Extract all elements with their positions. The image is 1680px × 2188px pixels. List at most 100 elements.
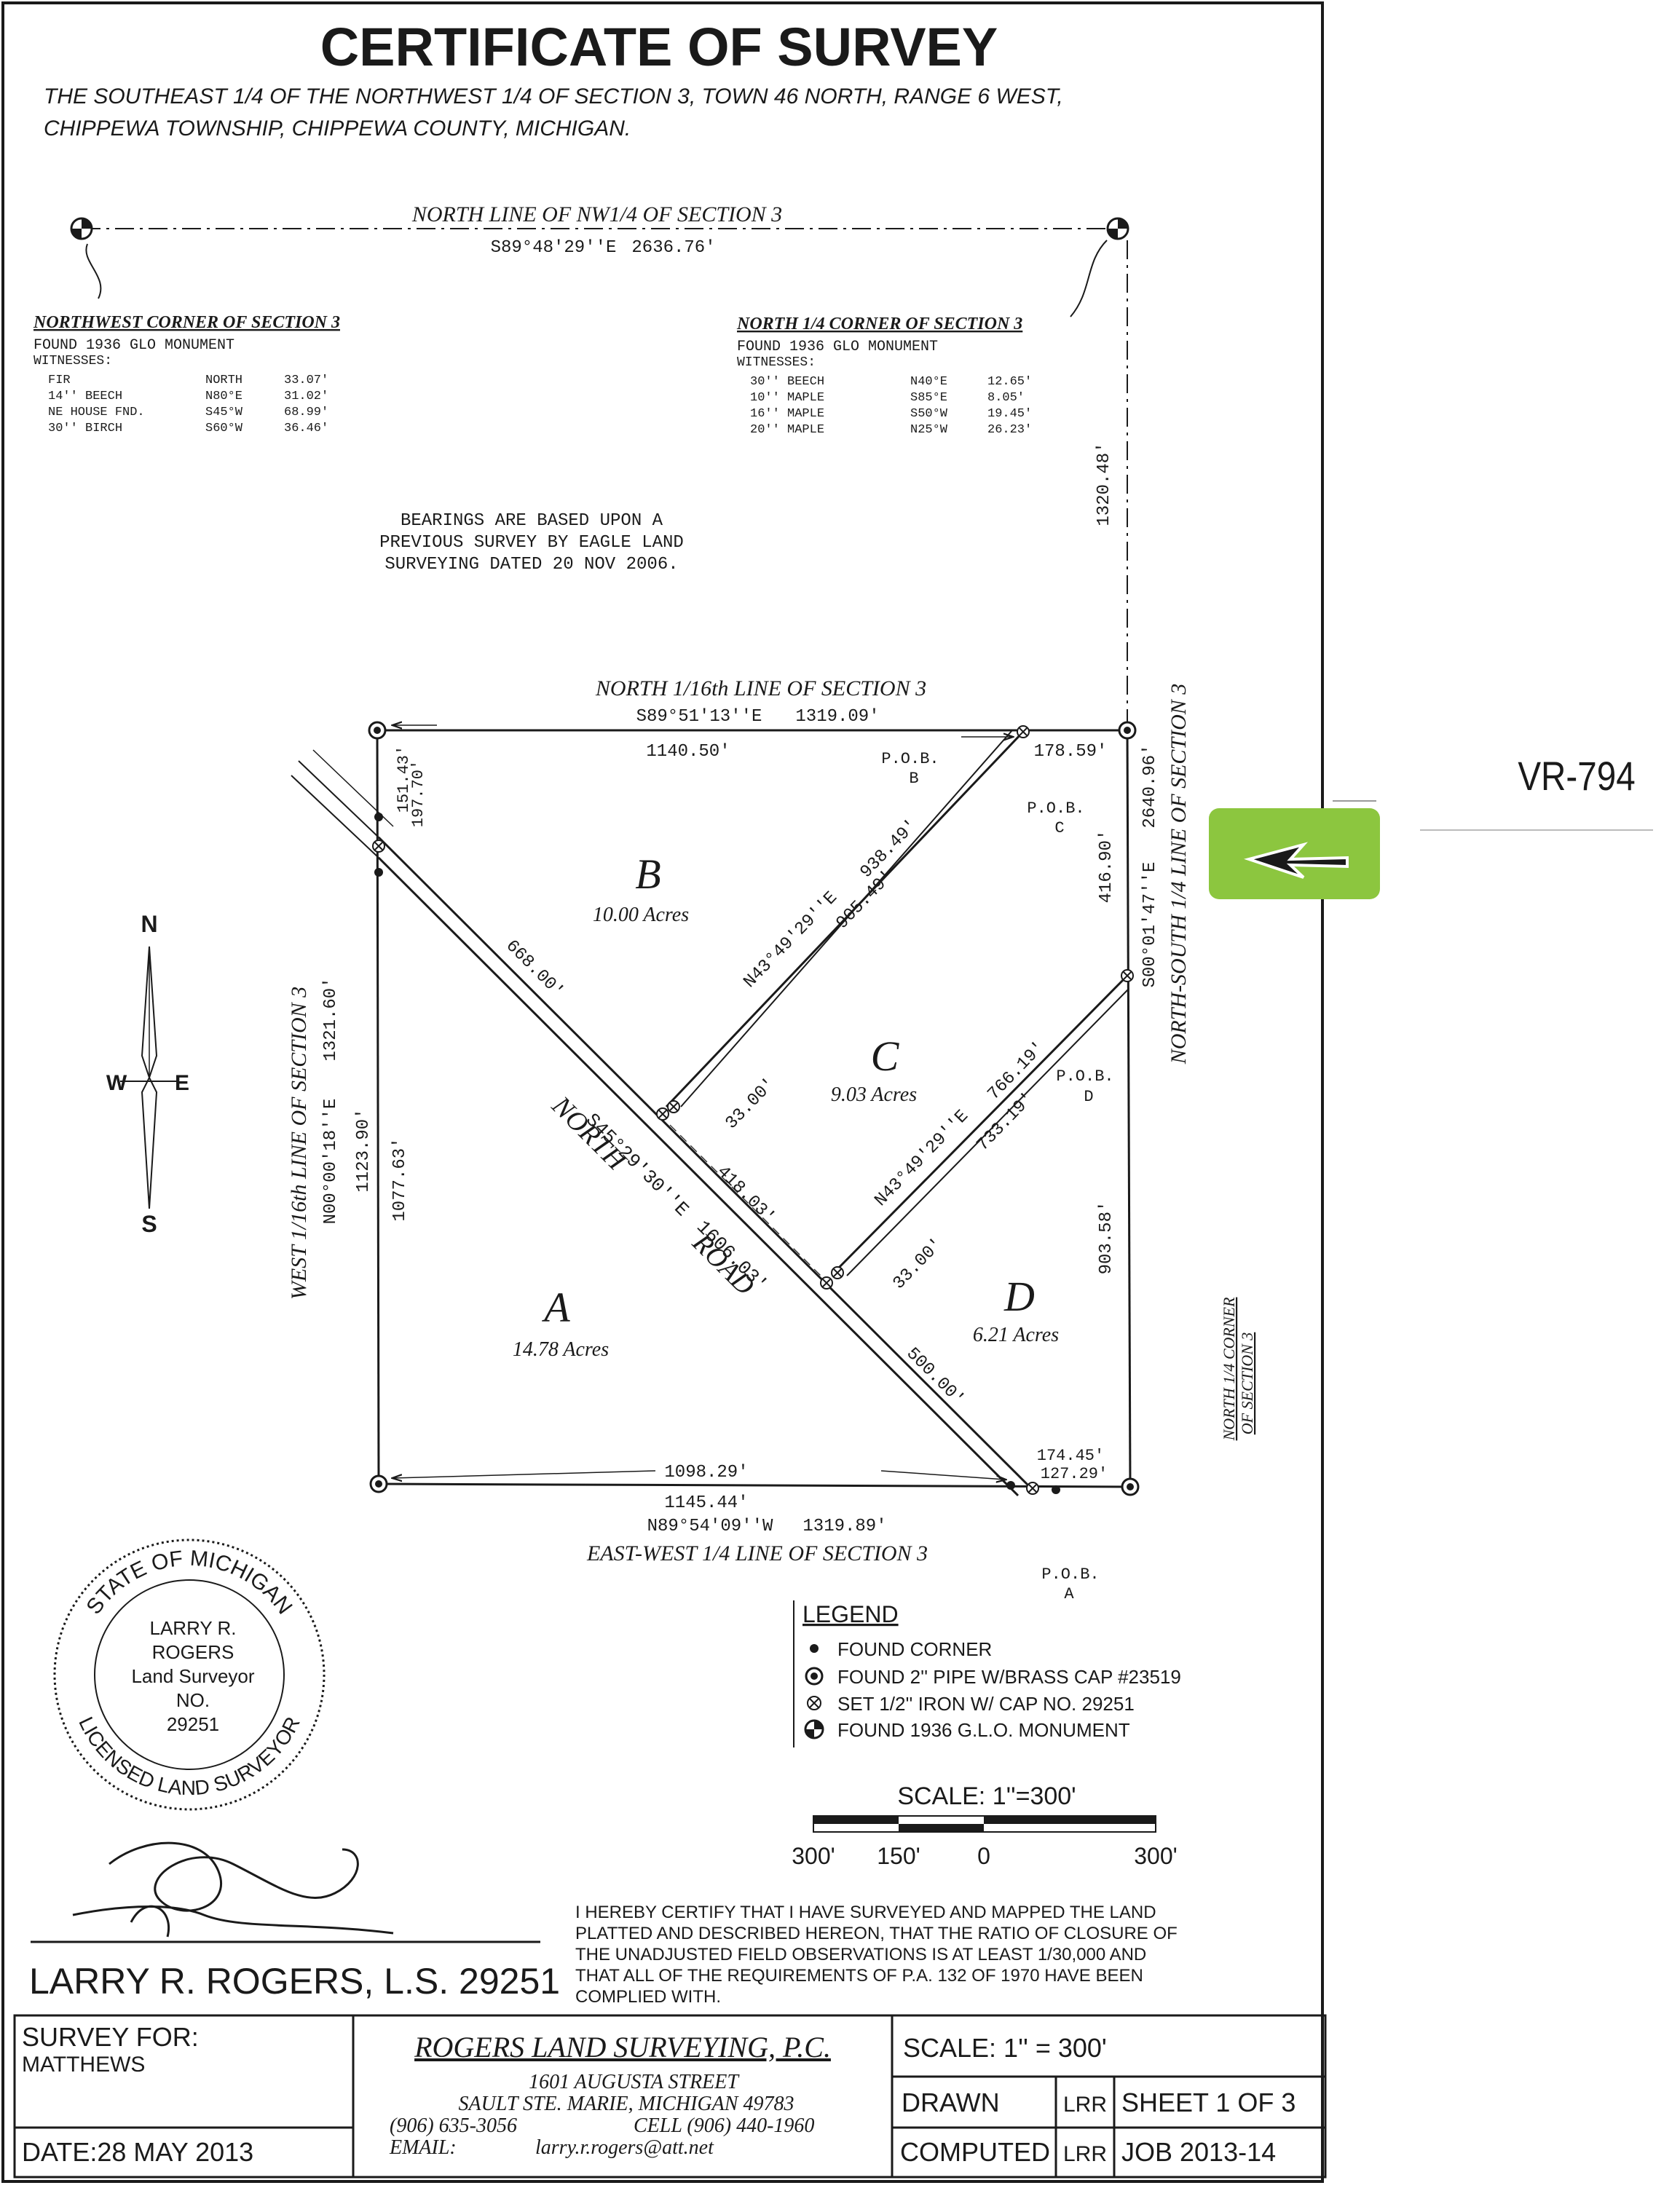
scale-cell: SCALE: 1'' = 300' <box>903 2033 1107 2063</box>
west-line-total: 1321.60' <box>321 977 341 1061</box>
south-line-bearing: N89°54'09''W <box>647 1517 773 1536</box>
subtitle-line-2: CHIPPEWA TOWNSHIP, CHIPPEWA COUNTY, MICH… <box>44 116 631 141</box>
set-iron-icon <box>1121 969 1134 982</box>
svg-text:150': 150' <box>877 1843 920 1869</box>
line-d-dist-1: 766.19' <box>984 1038 1049 1105</box>
nw-witness-item: 30'' BIRCH <box>48 422 122 435</box>
set-iron-icon <box>372 840 385 853</box>
svg-text:NO.: NO. <box>176 1689 210 1711</box>
svg-text:0: 0 <box>977 1843 990 1869</box>
svg-text:9.03 Acres: 9.03 Acres <box>831 1083 917 1106</box>
n-quarter-found: FOUND 1936 GLO MONUMENT <box>737 339 938 355</box>
title-block: SURVEY FOR: MATTHEWS DATE:28 MAY 2013 RO… <box>13 2014 1327 2179</box>
east-line-seg1: 416.90' <box>1097 830 1116 904</box>
svg-text:BEARINGS ARE BASED UPON A: BEARINGS ARE BASED UPON A <box>401 511 663 531</box>
subtitle-line-1: THE SOUTHEAST 1/4 OF THE NORTHWEST 1/4 O… <box>44 84 1063 108</box>
svg-text:29251: 29251 <box>167 1713 219 1735</box>
file-number: VR-794 <box>1518 754 1635 799</box>
svg-text:(906) 635-3056: (906) 635-3056 <box>390 2114 517 2137</box>
south-line-dist-c: 174.45' <box>1037 1447 1104 1465</box>
svg-text:FOUND 2'' PIPE W/BRASS CAP #23: FOUND 2'' PIPE W/BRASS CAP #23519 <box>837 1666 1181 1688</box>
nw-witness-dist: 33.07' <box>284 374 328 387</box>
nw-corner-heading: NORTHWEST CORNER OF SECTION 3 <box>33 313 340 332</box>
found-corner-icon <box>374 813 383 821</box>
svg-text:C: C <box>1054 819 1064 837</box>
north-16th-dist-a: 1140.50' <box>646 742 730 762</box>
svg-text:FOUND 1936 G.L.O. MONUMENT: FOUND 1936 G.L.O. MONUMENT <box>837 1719 1130 1741</box>
svg-text:EMAIL:: EMAIL: <box>389 2136 457 2159</box>
svg-text:SET 1/2'' IRON W/ CAP NO. 2925: SET 1/2'' IRON W/ CAP NO. 29251 <box>837 1693 1135 1715</box>
nq-witness-dist: 8.05' <box>987 391 1025 405</box>
south-line-dist-d: 127.29' <box>1041 1465 1108 1483</box>
nw-witness-dir: NORTH <box>205 374 242 387</box>
parcel-b: B 10.00 Acres <box>593 850 689 926</box>
north-16th-dist-b: 178.59' <box>1034 742 1108 762</box>
scale-label: SCALE: 1''=300' <box>897 1782 1076 1810</box>
svg-text:PREVIOUS SURVEY BY EAGLE LAND: PREVIOUS SURVEY BY EAGLE LAND <box>379 533 684 553</box>
legend-title: LEGEND <box>802 1601 899 1627</box>
nq-witness-dir: S85°E <box>910 391 947 405</box>
svg-text:B: B <box>635 850 660 898</box>
north-line-bearing: S89°48'29''E <box>491 238 617 258</box>
n-quarter-corner-witness-block: NORTH 1/4 CORNER OF SECTION 3 FOUND 1936… <box>736 315 1032 437</box>
surveyor-seal: STATE OF MICHIGAN LICENSED LAND SURVEYOR… <box>53 1539 326 1811</box>
east-line-bearing: S00°01'47''E <box>1140 862 1160 988</box>
company-email: larry.r.rogers@att.net <box>535 2136 714 2159</box>
west-line-label: WEST 1/16th LINE OF SECTION 3 <box>287 987 311 1300</box>
set-iron-icon <box>667 1100 680 1113</box>
sign-here-flag[interactable] <box>1209 808 1380 899</box>
svg-text:P.O.B.: P.O.B. <box>1041 1565 1099 1584</box>
north-line-label: NORTH LINE OF NW1/4 OF SECTION 3 <box>411 202 782 226</box>
road-bearing: S45°29'30''E <box>581 1109 693 1221</box>
survey-date: DATE:28 MAY 2013 <box>22 2137 253 2167</box>
svg-text:STATE OF MICHIGAN: STATE OF MICHIGAN <box>82 1547 296 1619</box>
parcel-d: D 6.21 Acres <box>973 1273 1059 1346</box>
north-16th-label: NORTH 1/16th LINE OF SECTION 3 <box>595 676 926 700</box>
set-iron-icon <box>1017 725 1030 738</box>
signature <box>72 1841 394 1938</box>
east-line-total: 2640.96' <box>1140 744 1160 828</box>
nw-witness-dir: S45°W <box>205 406 243 419</box>
parcel-boundary <box>291 729 1132 1497</box>
certification-text: I HEREBY CERTIFY THAT I HAVE SURVEYED AN… <box>575 1903 1178 2007</box>
company-name: ROGERS LAND SURVEYING, P.C. <box>414 2031 831 2063</box>
nw-corner-found: FOUND 1936 GLO MONUMENT <box>33 337 234 354</box>
n-quarter-heading: NORTH 1/4 CORNER OF SECTION 3 <box>736 315 1022 333</box>
parcel-a: A 14.78 Acres <box>513 1284 609 1361</box>
svg-text:D: D <box>1003 1273 1035 1320</box>
west-line-seg-b: 1077.63' <box>390 1137 410 1221</box>
side-corner-label: NORTH 1/4 CORNER OF SECTION 3 <box>1220 1297 1256 1441</box>
svg-text:COMPLIED WITH.: COMPLIED WITH. <box>575 1987 721 2007</box>
pob-d-label: P.O.B. D <box>1056 1067 1113 1106</box>
nw-witness-dist: 31.02' <box>284 390 328 403</box>
south-line-label: EAST-WEST 1/4 LINE OF SECTION 3 <box>586 1541 928 1565</box>
pob-a-label: P.O.B. A <box>1041 1565 1099 1603</box>
svg-text:1601 AUGUSTA STREET: 1601 AUGUSTA STREET <box>529 2071 740 2093</box>
nq-witness-dist: 26.23' <box>987 423 1032 437</box>
east-line-seg2: 903.58' <box>1097 1201 1116 1275</box>
line-b-offset: 33.00' <box>722 1075 779 1134</box>
svg-text:PLATTED AND DESCRIBED HEREON,: PLATTED AND DESCRIBED HEREON, THAT THE R… <box>575 1924 1178 1943</box>
svg-text:C: C <box>871 1032 900 1080</box>
svg-text:14.78 Acres: 14.78 Acres <box>513 1338 609 1361</box>
svg-text:FOUND CORNER: FOUND CORNER <box>837 1638 992 1660</box>
north-16th-bearing: S89°51'13''E <box>636 707 762 727</box>
svg-text:LRR: LRR <box>1063 2093 1107 2117</box>
scale-bar: SCALE: 1''=300' 300' 150' 0 300' <box>792 1782 1178 1869</box>
nw-corner-witnesses-label: WITNESSES: <box>33 354 112 368</box>
nq-witness-item: 30'' BEECH <box>750 375 824 389</box>
set-iron-icon <box>656 1107 669 1121</box>
svg-text:OF SECTION 3: OF SECTION 3 <box>1238 1332 1256 1435</box>
nw-witness-item: NE HOUSE FND. <box>48 406 145 419</box>
svg-text:1320.48': 1320.48' <box>1095 442 1114 526</box>
nq-witness-item: 20'' MAPLE <box>750 423 824 437</box>
corner-markers <box>368 721 1140 1496</box>
svg-text:Land Surveyor: Land Surveyor <box>131 1665 254 1687</box>
svg-text:10.00 Acres: 10.00 Acres <box>593 904 689 926</box>
nq-witness-item: 10'' MAPLE <box>750 391 824 405</box>
svg-text:NORTH 1/4 CORNER: NORTH 1/4 CORNER <box>1220 1297 1238 1441</box>
south-line-distance: 1319.89' <box>802 1517 886 1536</box>
svg-text:P.O.B.: P.O.B. <box>1027 799 1084 818</box>
north-arrow-icon: N S W E <box>106 911 189 1237</box>
